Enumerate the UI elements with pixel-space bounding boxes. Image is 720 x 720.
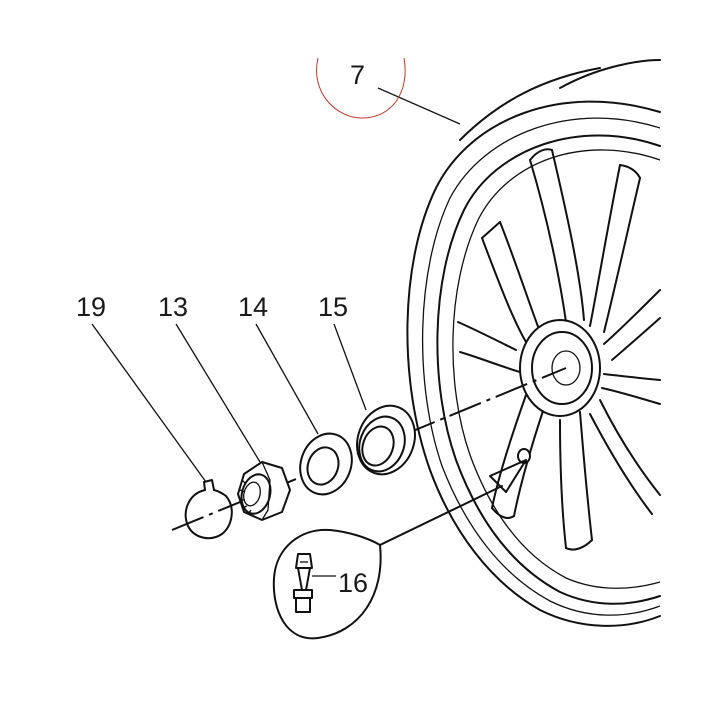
leader-lines: [91, 87, 461, 577]
callout-13: 13: [158, 292, 188, 322]
callout-16: 16: [338, 568, 368, 598]
leader-19: [91, 323, 207, 483]
wheel-rim: [406, 59, 661, 627]
callout-19: 19: [76, 292, 106, 322]
highlight-circle: [316, 57, 406, 119]
callout-15: 15: [318, 292, 348, 322]
callout-7: 7: [350, 60, 365, 90]
seal-part: [356, 404, 416, 476]
leader-13: [175, 323, 261, 463]
leader-14: [255, 323, 319, 435]
nut-part: [237, 461, 291, 521]
washer-part: [299, 432, 353, 496]
wheel-hub: [519, 319, 601, 417]
leader-7: [377, 87, 461, 125]
leader-15: [333, 323, 367, 411]
wheel-spokes: [457, 148, 661, 551]
circlip-part: [184, 479, 233, 540]
valve-detail-bubble: [272, 459, 527, 640]
callout-14: 14: [238, 292, 268, 322]
valve-part: [293, 553, 313, 613]
